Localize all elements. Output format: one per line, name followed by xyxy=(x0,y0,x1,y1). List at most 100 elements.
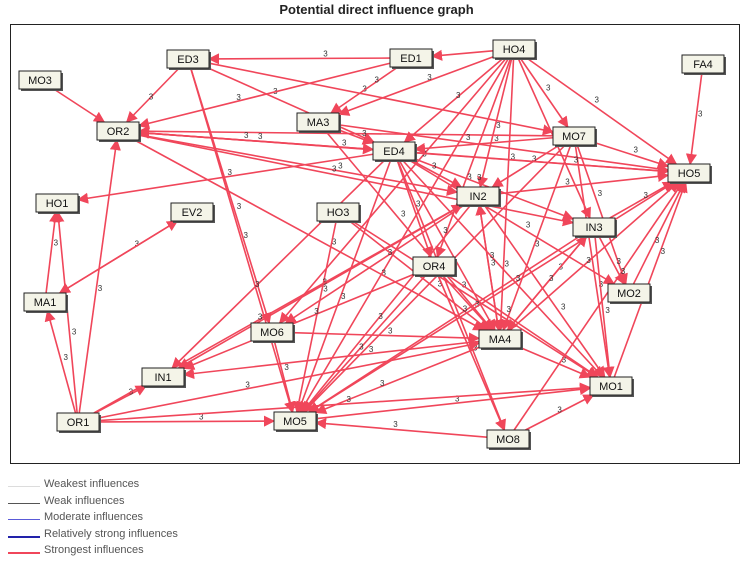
node-in2: IN2 xyxy=(456,186,501,207)
node-ho4: HO4 xyxy=(492,39,537,60)
edge-weight-label: 3 xyxy=(388,248,393,257)
edge-weight-label: 3 xyxy=(462,281,467,290)
edge-weight-label: 3 xyxy=(475,300,480,309)
edge-weight-label: 3 xyxy=(549,274,554,283)
node-label: FA4 xyxy=(693,59,713,71)
edge-weight-label: 3 xyxy=(284,363,289,372)
edge-mo2-to-ho5 xyxy=(632,180,686,285)
node-label: MA3 xyxy=(307,117,330,129)
edge-weight-label: 3 xyxy=(535,240,540,249)
legend-item-weak: Weak influences xyxy=(8,495,308,512)
edge-mo6-to-mo5 xyxy=(273,340,296,414)
node-box xyxy=(18,70,62,90)
node-label: IN2 xyxy=(469,191,486,203)
edge-weight-label: 3 xyxy=(228,168,233,177)
node-ev2: EV2 xyxy=(170,202,215,223)
node-box xyxy=(486,429,530,449)
edge-mo5-to-mo1 xyxy=(315,383,592,420)
edge-weight-label: 3 xyxy=(463,304,468,313)
edge-weight-label: 3 xyxy=(64,353,69,362)
node-label: EV2 xyxy=(182,207,203,219)
edge-ed1-to-or2 xyxy=(137,62,391,129)
node-in3: IN3 xyxy=(572,217,617,238)
edge-weight-label: 3 xyxy=(72,328,77,337)
edge-weight-label: 3 xyxy=(565,178,570,187)
edge-weight-label: 3 xyxy=(443,226,448,235)
node-label: ED3 xyxy=(177,54,198,66)
node-box xyxy=(589,376,633,396)
node-box xyxy=(607,283,651,303)
edge-weight-label: 3 xyxy=(526,220,531,229)
node-label: MO7 xyxy=(562,131,586,143)
edge-ed3-to-mo7 xyxy=(208,62,555,136)
legend-item-relatively-strong: Relatively strong influences xyxy=(8,528,308,545)
edge-weight-label: 3 xyxy=(432,161,437,170)
edge-ho4-to-in2 xyxy=(477,57,513,189)
node-ho1: HO1 xyxy=(35,193,80,214)
edge-ho4-to-mo6 xyxy=(278,57,507,324)
node-ed1: ED1 xyxy=(389,48,434,69)
edge-weight-label: 3 xyxy=(199,412,204,421)
node-mo8: MO8 xyxy=(486,429,531,450)
edge-weight-label: 3 xyxy=(135,239,140,248)
node-label: HO3 xyxy=(327,207,350,219)
edge-weight-label: 3 xyxy=(455,395,460,404)
node-mo2: MO2 xyxy=(607,283,652,304)
edge-mo8-to-mo1 xyxy=(525,394,595,431)
node-label: HO5 xyxy=(678,168,701,180)
edge-ma3-to-ma4 xyxy=(324,130,494,331)
node-box xyxy=(141,367,185,387)
edge-ed3-to-mo6 xyxy=(190,67,272,325)
edge-or4-to-mo1 xyxy=(446,274,599,378)
edge-weight-label: 3 xyxy=(388,327,393,336)
edge-ma4-to-in3 xyxy=(506,235,588,331)
edge-ho4-to-ed4 xyxy=(403,57,504,143)
node-box xyxy=(56,412,100,432)
edge-or1-to-mo1 xyxy=(98,382,592,422)
edge-mo8-to-ho5 xyxy=(513,181,684,431)
edge-weight-label: 3 xyxy=(595,96,600,105)
node-box xyxy=(166,49,210,69)
edge-weight-label: 3 xyxy=(378,312,383,321)
edge-or1-to-or2 xyxy=(78,138,121,414)
node-label: MA4 xyxy=(489,334,512,346)
graph-title: Potential direct influence graph xyxy=(279,2,474,17)
edge-weight-label: 3 xyxy=(380,379,385,388)
edge-mo7-to-mo2 xyxy=(576,144,628,286)
node-label: OR1 xyxy=(67,417,90,429)
edge-weight-label: 3 xyxy=(477,173,482,182)
edge-or1-to-ma4 xyxy=(98,339,481,419)
edge-in3-to-mo1 xyxy=(594,235,615,379)
edge-weight-label: 3 xyxy=(511,152,516,161)
node-label: OR4 xyxy=(423,261,446,273)
edge-weight-label: 3 xyxy=(496,121,501,130)
edge-ed4-to-mo1 xyxy=(401,159,604,378)
edge-weight-label: 3 xyxy=(532,154,537,163)
legend-label: Strongest influences xyxy=(44,544,144,556)
node-box xyxy=(96,121,140,141)
node-label: IN3 xyxy=(585,222,602,234)
edge-mo7-to-in2 xyxy=(491,144,561,188)
edge-weight-label: 3 xyxy=(54,239,59,248)
edge-weight-label: 3 xyxy=(516,274,521,283)
edge-mo7-to-ho5 xyxy=(594,141,670,169)
edge-ed1-to-ma3 xyxy=(330,66,399,114)
edge-weight-label: 3 xyxy=(255,280,260,289)
node-box xyxy=(273,411,317,431)
edge-ma3-to-ed4 xyxy=(338,129,375,145)
edge-ed4-to-ho5 xyxy=(414,151,670,177)
legend-swatch xyxy=(8,486,40,487)
node-label: OR2 xyxy=(107,126,130,138)
edge-or4-to-mo5 xyxy=(302,274,427,413)
edge-or1-to-ma1 xyxy=(44,309,77,414)
edge-weight-label: 3 xyxy=(546,84,551,93)
node-box xyxy=(552,126,596,146)
node-label: ED1 xyxy=(400,53,421,65)
edge-in2-to-mo6 xyxy=(284,204,465,324)
node-box xyxy=(667,163,711,183)
node-label: IN1 xyxy=(154,372,171,384)
edge-weight-label: 3 xyxy=(342,138,347,147)
edge-weight-label: 3 xyxy=(557,406,562,415)
node-label: MO5 xyxy=(283,416,307,428)
legend: Weakest influences Weak influences Moder… xyxy=(8,478,308,561)
